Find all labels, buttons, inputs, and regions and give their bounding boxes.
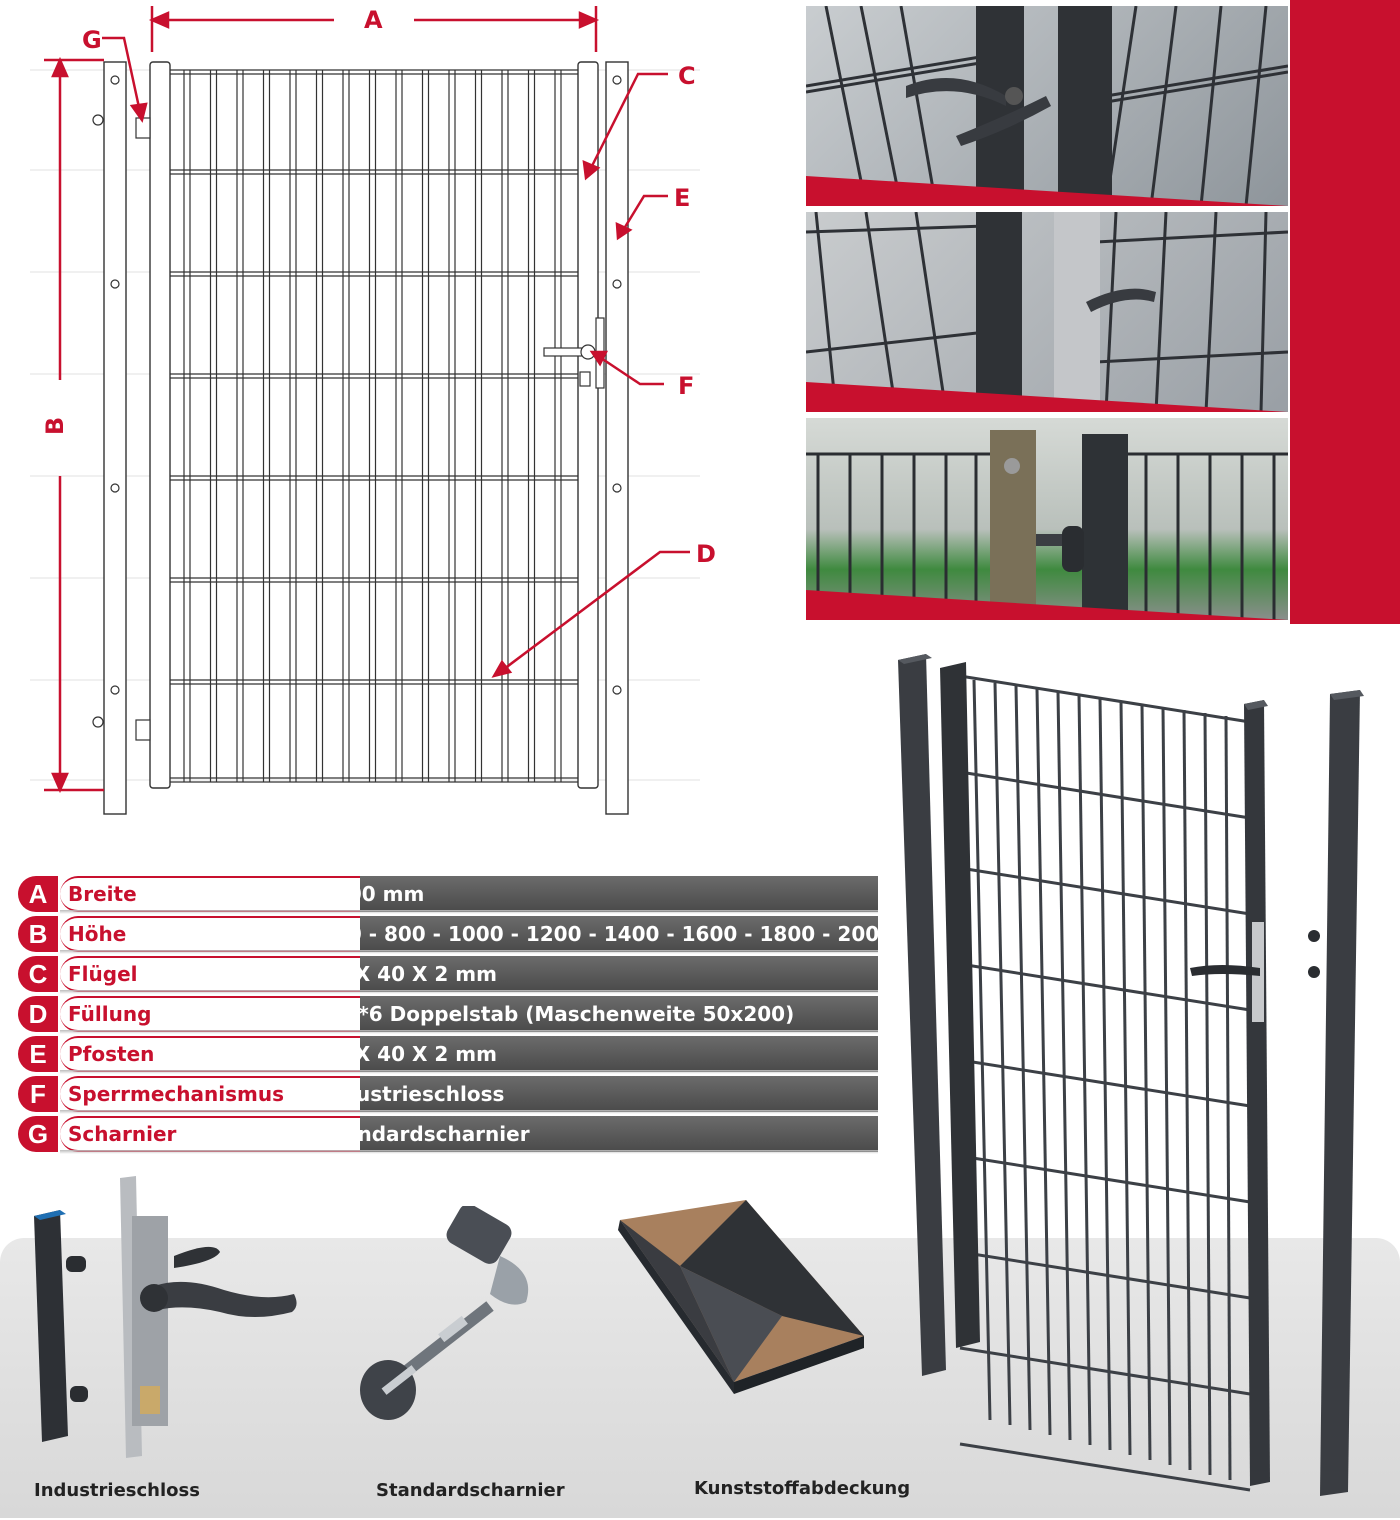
- spec-row-filling: D Füllung 6*5*6 Doppelstab (Maschenweite…: [18, 996, 878, 1034]
- gate-3d-vertical-wire: [1014, 685, 1032, 1431]
- gate-3d-horizontal-wire: [959, 962, 1251, 1012]
- spec-name: Flügel: [68, 962, 138, 986]
- spec-row-hinge: G Scharnier Standardscharnier: [18, 1116, 878, 1154]
- spec-row-locking: F Sperrmechanismus Industrieschloss: [18, 1076, 878, 1114]
- spec-letter: G: [18, 1116, 58, 1152]
- component-caption: Standardscharnier: [376, 1480, 565, 1501]
- gate-3d-vertical-wire: [1224, 715, 1232, 1481]
- dimension-label-c: C: [678, 62, 696, 90]
- gate-3d-vertical-wire: [1119, 700, 1132, 1456]
- standard-hinge-icon: [360, 1206, 529, 1420]
- spec-value: 1000 mm: [320, 882, 425, 906]
- photo-gate-handle-closeup: [806, 6, 1288, 206]
- gate-3d-horizontal-wire: [959, 674, 1251, 724]
- gate-3d-horizontal-wire: [959, 1058, 1251, 1108]
- spec-name: Füllung: [68, 1002, 152, 1026]
- spec-name: Höhe: [68, 922, 127, 946]
- gate-3d-vertical-wire: [1161, 706, 1172, 1466]
- spec-letter: C: [18, 956, 58, 992]
- gate-3d-horizontal-wire: [959, 1250, 1251, 1300]
- gate-3d-vertical-wire: [1035, 688, 1052, 1436]
- gate-3d-vertical-wire: [1140, 703, 1152, 1461]
- industrial-lock-icon: [34, 1176, 297, 1458]
- spec-letter: E: [18, 1036, 58, 1072]
- spec-letter: F: [18, 1076, 58, 1112]
- gate-3d-horizontal-wire: [959, 866, 1251, 916]
- component-caption: Industrieschloss: [34, 1480, 200, 1501]
- spec-value: 600 - 800 - 1000 - 1200 - 1400 - 1600 - …: [320, 922, 942, 946]
- spec-name: Breite: [68, 882, 137, 906]
- gate-3d-render: [898, 654, 1364, 1496]
- gate-3d-vertical-wire: [1182, 709, 1192, 1471]
- spec-value: 60 X 40 X 2 mm: [320, 1042, 497, 1066]
- dimension-label-a: A: [364, 6, 383, 34]
- component-caption: Kunststoffabdeckung: [694, 1478, 911, 1499]
- plastic-cap-icon: [618, 1200, 864, 1394]
- gate-technical-drawing: [30, 6, 700, 815]
- gate-3d-vertical-wire: [1056, 691, 1072, 1441]
- dimension-label-f: F: [678, 372, 695, 400]
- gate-3d-vertical-wire: [1077, 694, 1092, 1446]
- photo-gate-lock-closeup: [806, 212, 1288, 412]
- gate-3d-horizontal-wire: [959, 770, 1251, 820]
- spec-name: Sperrmechanismus: [68, 1082, 284, 1106]
- dimension-label-e: E: [674, 184, 691, 212]
- dimension-label-b: B: [41, 416, 70, 436]
- photo-gate-hinge-closeup: [806, 418, 1288, 620]
- spec-row-width: A Breite 1000 mm: [18, 876, 878, 914]
- gate-3d-horizontal-wire: [959, 1442, 1251, 1492]
- spec-value: Industrieschloss: [320, 1082, 505, 1106]
- accent-red-bar: [1290, 0, 1400, 624]
- spec-row-leaf: C Flügel 40 X 40 X 2 mm: [18, 956, 878, 994]
- spec-letter: D: [18, 996, 58, 1032]
- spec-name: Scharnier: [68, 1122, 177, 1146]
- gate-3d-vertical-wire: [1098, 697, 1112, 1451]
- spec-value: 6*5*6 Doppelstab (Maschenweite 50x200): [320, 1002, 795, 1026]
- gate-3d-vertical-wire: [993, 682, 1012, 1426]
- spec-row-post: E Pfosten 60 X 40 X 2 mm: [18, 1036, 878, 1074]
- spec-value: Standardscharnier: [320, 1122, 530, 1146]
- gate-3d-horizontal-wire: [959, 1346, 1251, 1396]
- dimension-label-d: D: [696, 540, 716, 568]
- gate-3d-vertical-wire: [972, 679, 992, 1421]
- gate-3d-horizontal-wire: [959, 1154, 1251, 1204]
- spec-row-height: B Höhe 600 - 800 - 1000 - 1200 - 1400 - …: [18, 916, 942, 954]
- spec-value: 40 X 40 X 2 mm: [320, 962, 497, 986]
- spec-letter: A: [18, 876, 58, 912]
- gate-3d-vertical-wire: [1203, 712, 1212, 1476]
- spec-name: Pfosten: [68, 1042, 155, 1066]
- dimension-label-g: G: [82, 26, 102, 54]
- spec-letter: B: [18, 916, 58, 952]
